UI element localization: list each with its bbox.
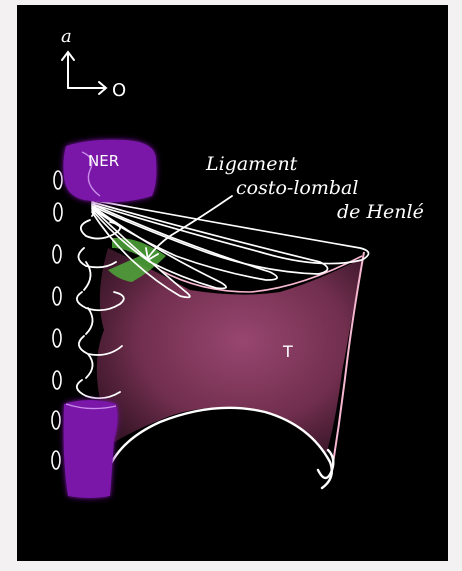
- axis-right-label: O: [112, 80, 126, 101]
- lower-purple-block: [64, 400, 118, 498]
- ner-block: [63, 140, 156, 203]
- ligament-label-line1: Ligament: [205, 153, 298, 175]
- muscle-label: T: [282, 342, 293, 361]
- ligament-label-line2: costo-lombal: [236, 177, 358, 199]
- ner-label: NER: [88, 152, 119, 170]
- ligament-label-line3: de Henlé: [337, 201, 424, 223]
- axis-up-label: a: [61, 26, 72, 47]
